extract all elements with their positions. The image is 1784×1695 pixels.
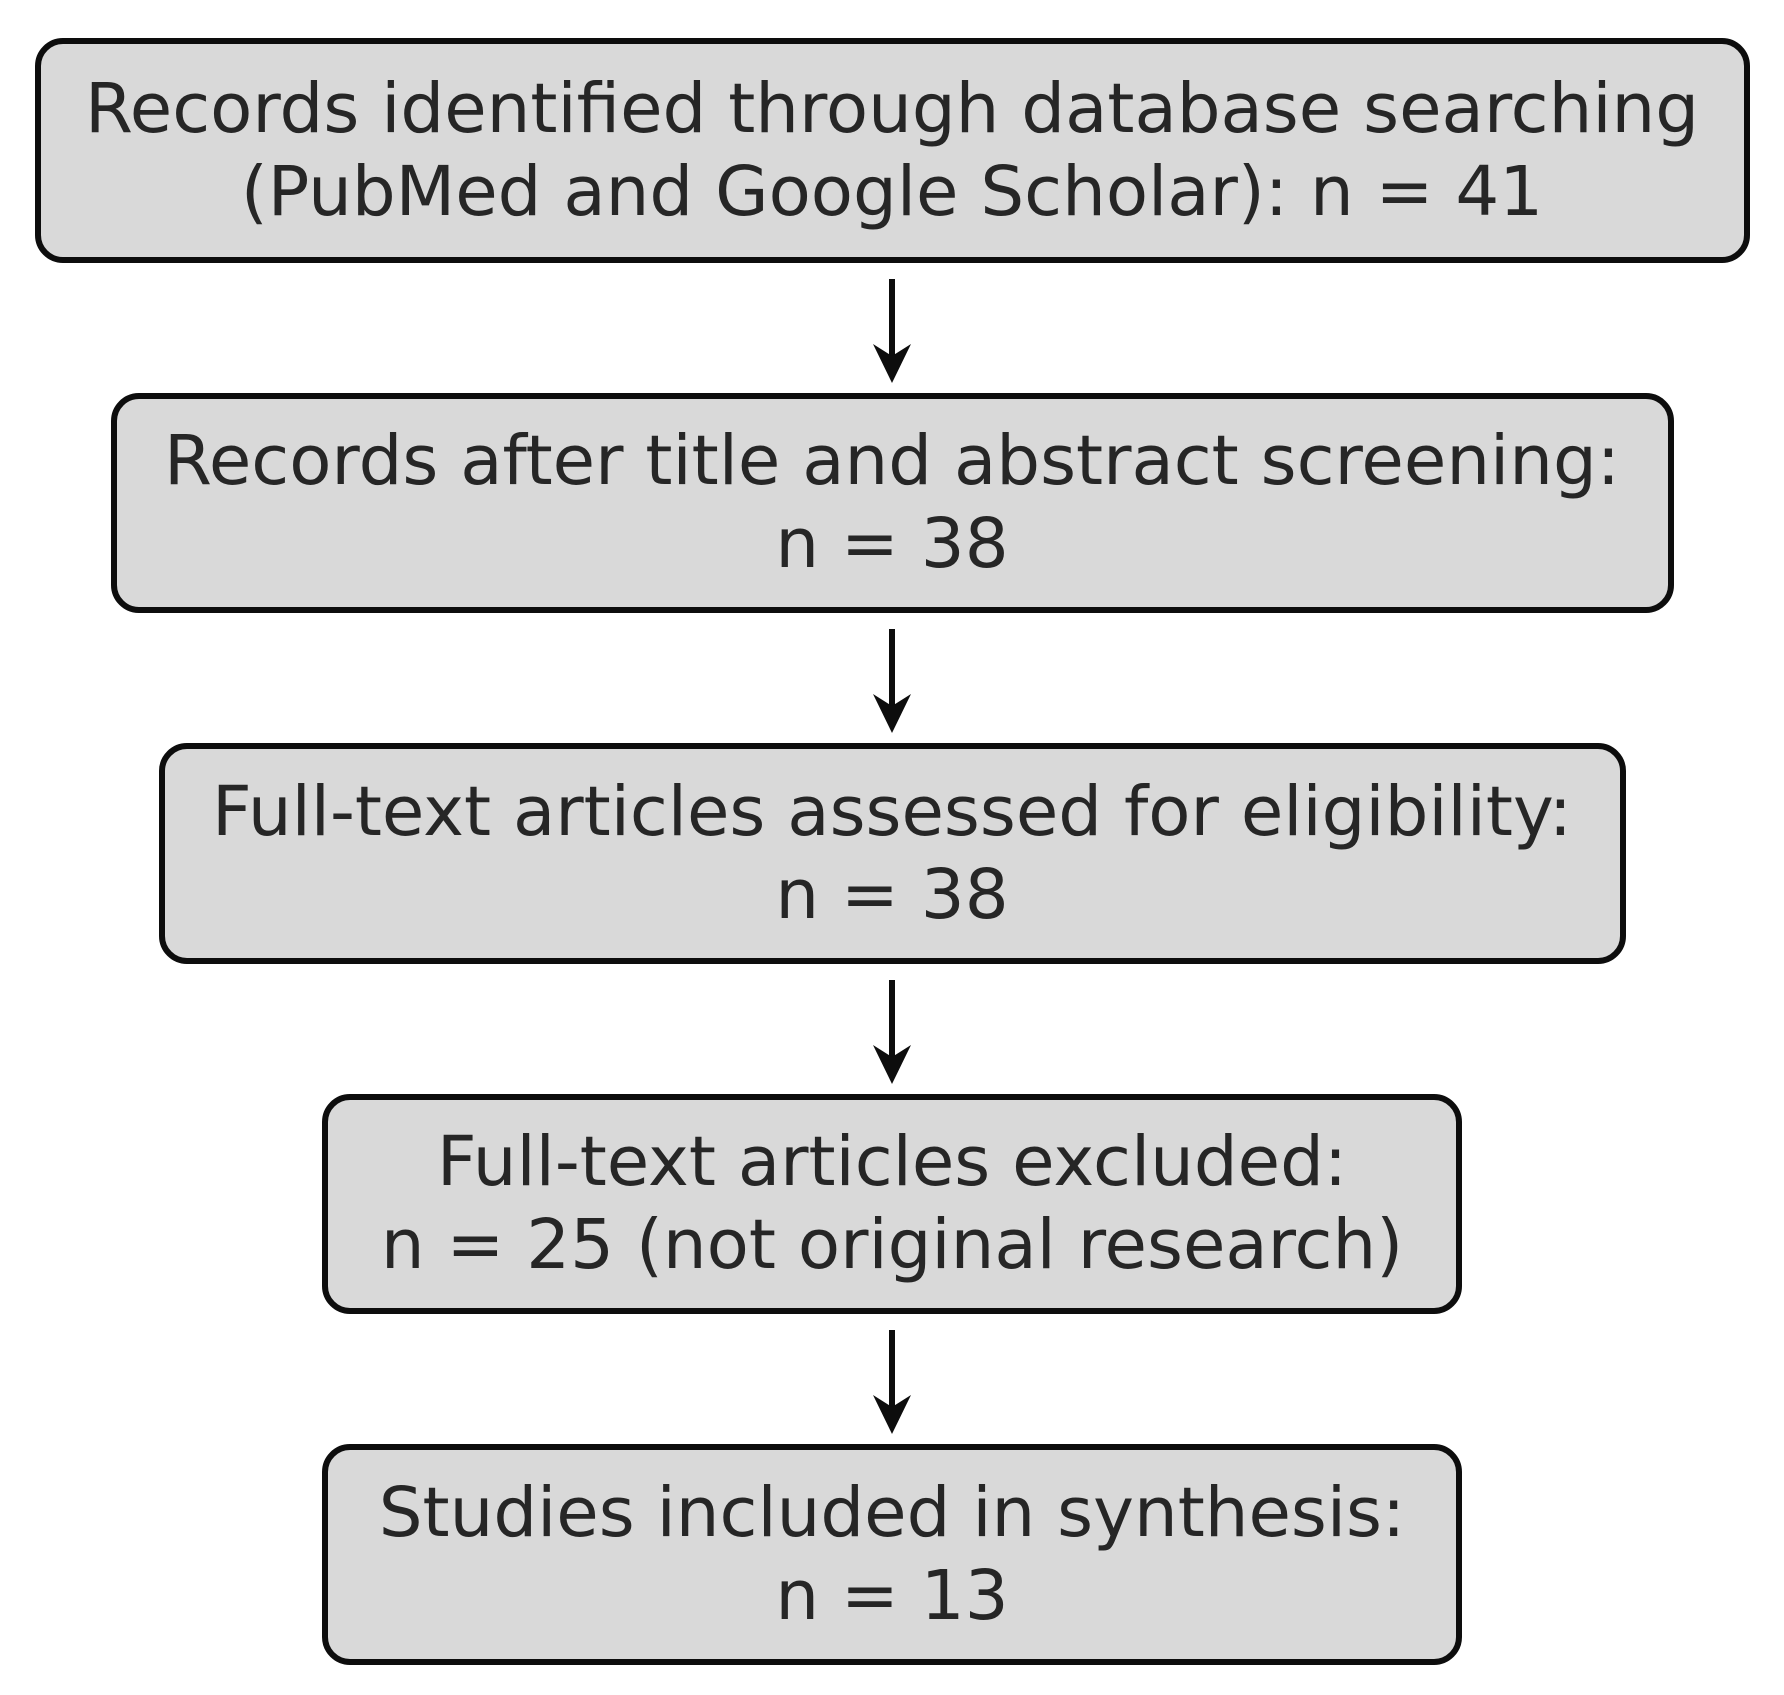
- box-text-line: Records after title and abstract screeni…: [163, 421, 1620, 502]
- down-arrow-icon: [873, 279, 911, 383]
- flow-box-fulltext-excluded: Full-text articles excluded: n = 25 (not…: [322, 1094, 1462, 1314]
- down-arrow-icon: [873, 629, 911, 733]
- box-text-line: n = 38: [775, 854, 1009, 935]
- down-arrow-icon: [873, 1330, 911, 1434]
- box-text-line: n = 25 (not original research): [380, 1205, 1404, 1285]
- box-text-line: Full-text articles assessed for eligibil…: [211, 771, 1573, 852]
- box-text-line: Studies included in synthesis:: [378, 1472, 1406, 1553]
- flow-box-records-identified: Records identified through database sear…: [34, 38, 1750, 263]
- flow-box-fulltext-assessed: Full-text articles assessed for eligibil…: [158, 743, 1626, 964]
- box-text-line: n = 13: [775, 1555, 1009, 1636]
- box-text-line: Records identified through database sear…: [84, 68, 1700, 149]
- box-text-line: (PubMed and Google Scholar): n = 41: [240, 151, 1544, 232]
- flow-box-records-screened: Records after title and abstract screeni…: [110, 393, 1674, 613]
- down-arrow-icon: [873, 980, 911, 1084]
- flow-box-studies-included: Studies included in synthesis: n = 13: [322, 1444, 1462, 1665]
- box-text-line: n = 38: [775, 504, 1009, 584]
- box-text-line: Full-text articles excluded:: [436, 1122, 1348, 1203]
